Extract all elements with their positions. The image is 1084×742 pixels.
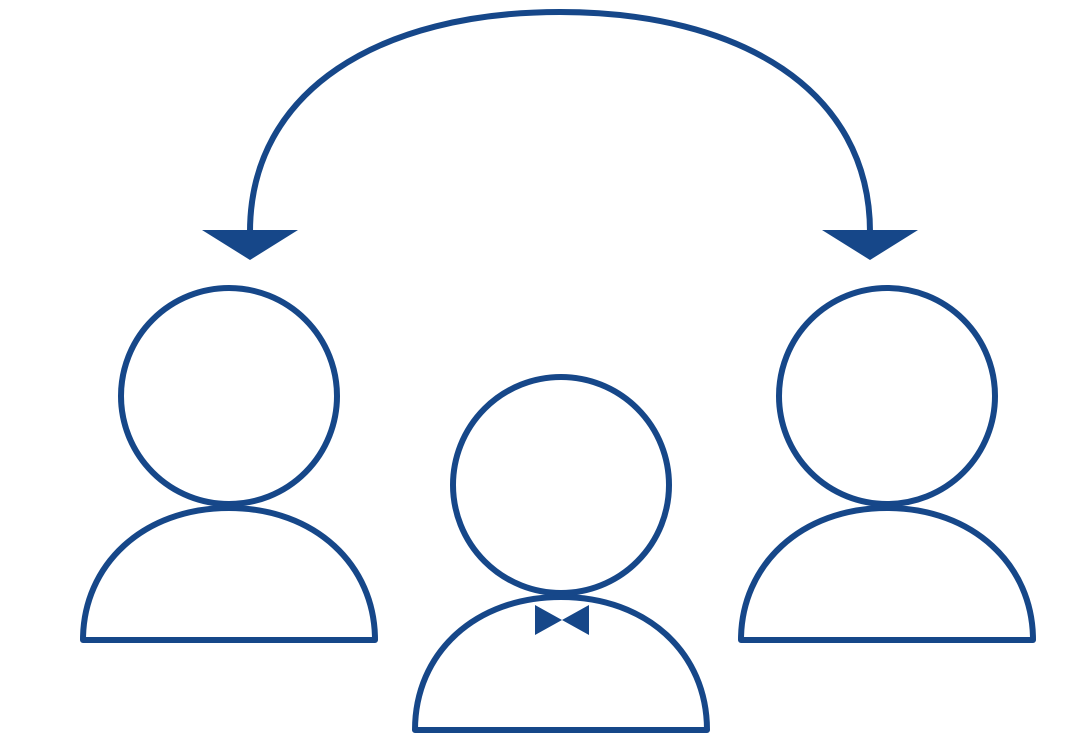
center-person-icon [412, 374, 710, 733]
right-person-head [776, 285, 998, 507]
left-person-head [118, 285, 340, 507]
left-arrowhead [202, 230, 298, 260]
right-arrowhead [822, 230, 918, 260]
left-person-icon [80, 285, 378, 643]
arrow-arc [247, 8, 873, 235]
bow-tie-icon [535, 605, 589, 635]
left-person-body [80, 505, 378, 643]
bow-tie-left-wing [535, 605, 562, 635]
bow-tie-right-wing [562, 605, 589, 635]
center-person-body [412, 594, 710, 733]
right-person-body [738, 505, 1036, 643]
right-person-icon [738, 285, 1036, 643]
double-arrow-connector [202, 8, 918, 260]
center-person-head [450, 374, 672, 596]
